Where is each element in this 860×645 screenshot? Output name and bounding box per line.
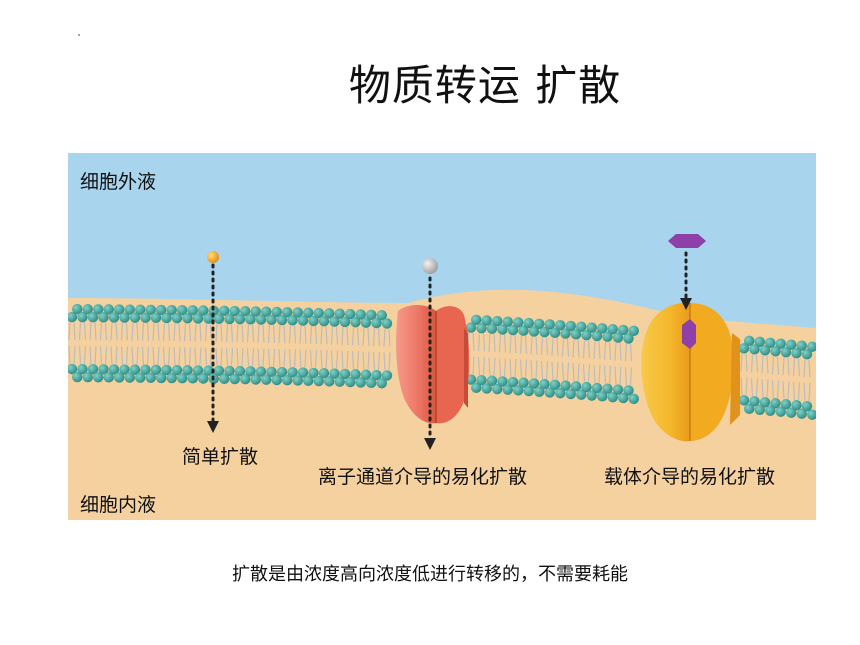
lipid-bilayer — [68, 303, 816, 420]
channel-diffusion-arrow — [424, 276, 436, 450]
extracellular-label: 细胞外液 — [80, 171, 157, 193]
carrier-bound-substrate — [682, 319, 696, 349]
channel-diffusion-label: 离子通道介导的易化扩散 — [318, 466, 528, 488]
intracellular-label: 细胞内液 — [80, 494, 157, 516]
carrier-diffusion-arrow — [680, 251, 692, 310]
simple-diffusion-label: 简单扩散 — [182, 446, 259, 468]
small-molecule-icon — [207, 251, 219, 263]
carrier-substrate-icon — [668, 234, 706, 248]
extracellular-fluid — [68, 153, 816, 328]
membrane-svg — [68, 153, 816, 520]
page-title: 物质转运 扩散 — [348, 61, 622, 110]
ion-channel-protein — [396, 305, 470, 424]
simple-diffusion-arrow — [207, 263, 219, 433]
caption: 扩散是由浓度高向浓度低进行转移的，不需要耗能 — [232, 564, 628, 585]
carrier-protein — [641, 302, 740, 442]
carrier-diffusion-label: 载体介导的易化扩散 — [604, 466, 776, 488]
speck — [78, 34, 80, 36]
ion-icon — [422, 258, 438, 274]
membrane-diagram: 细胞外液 细胞内液 简单扩散 离子通道介导的易化扩散 载体介导的易化扩散 — [68, 153, 816, 520]
